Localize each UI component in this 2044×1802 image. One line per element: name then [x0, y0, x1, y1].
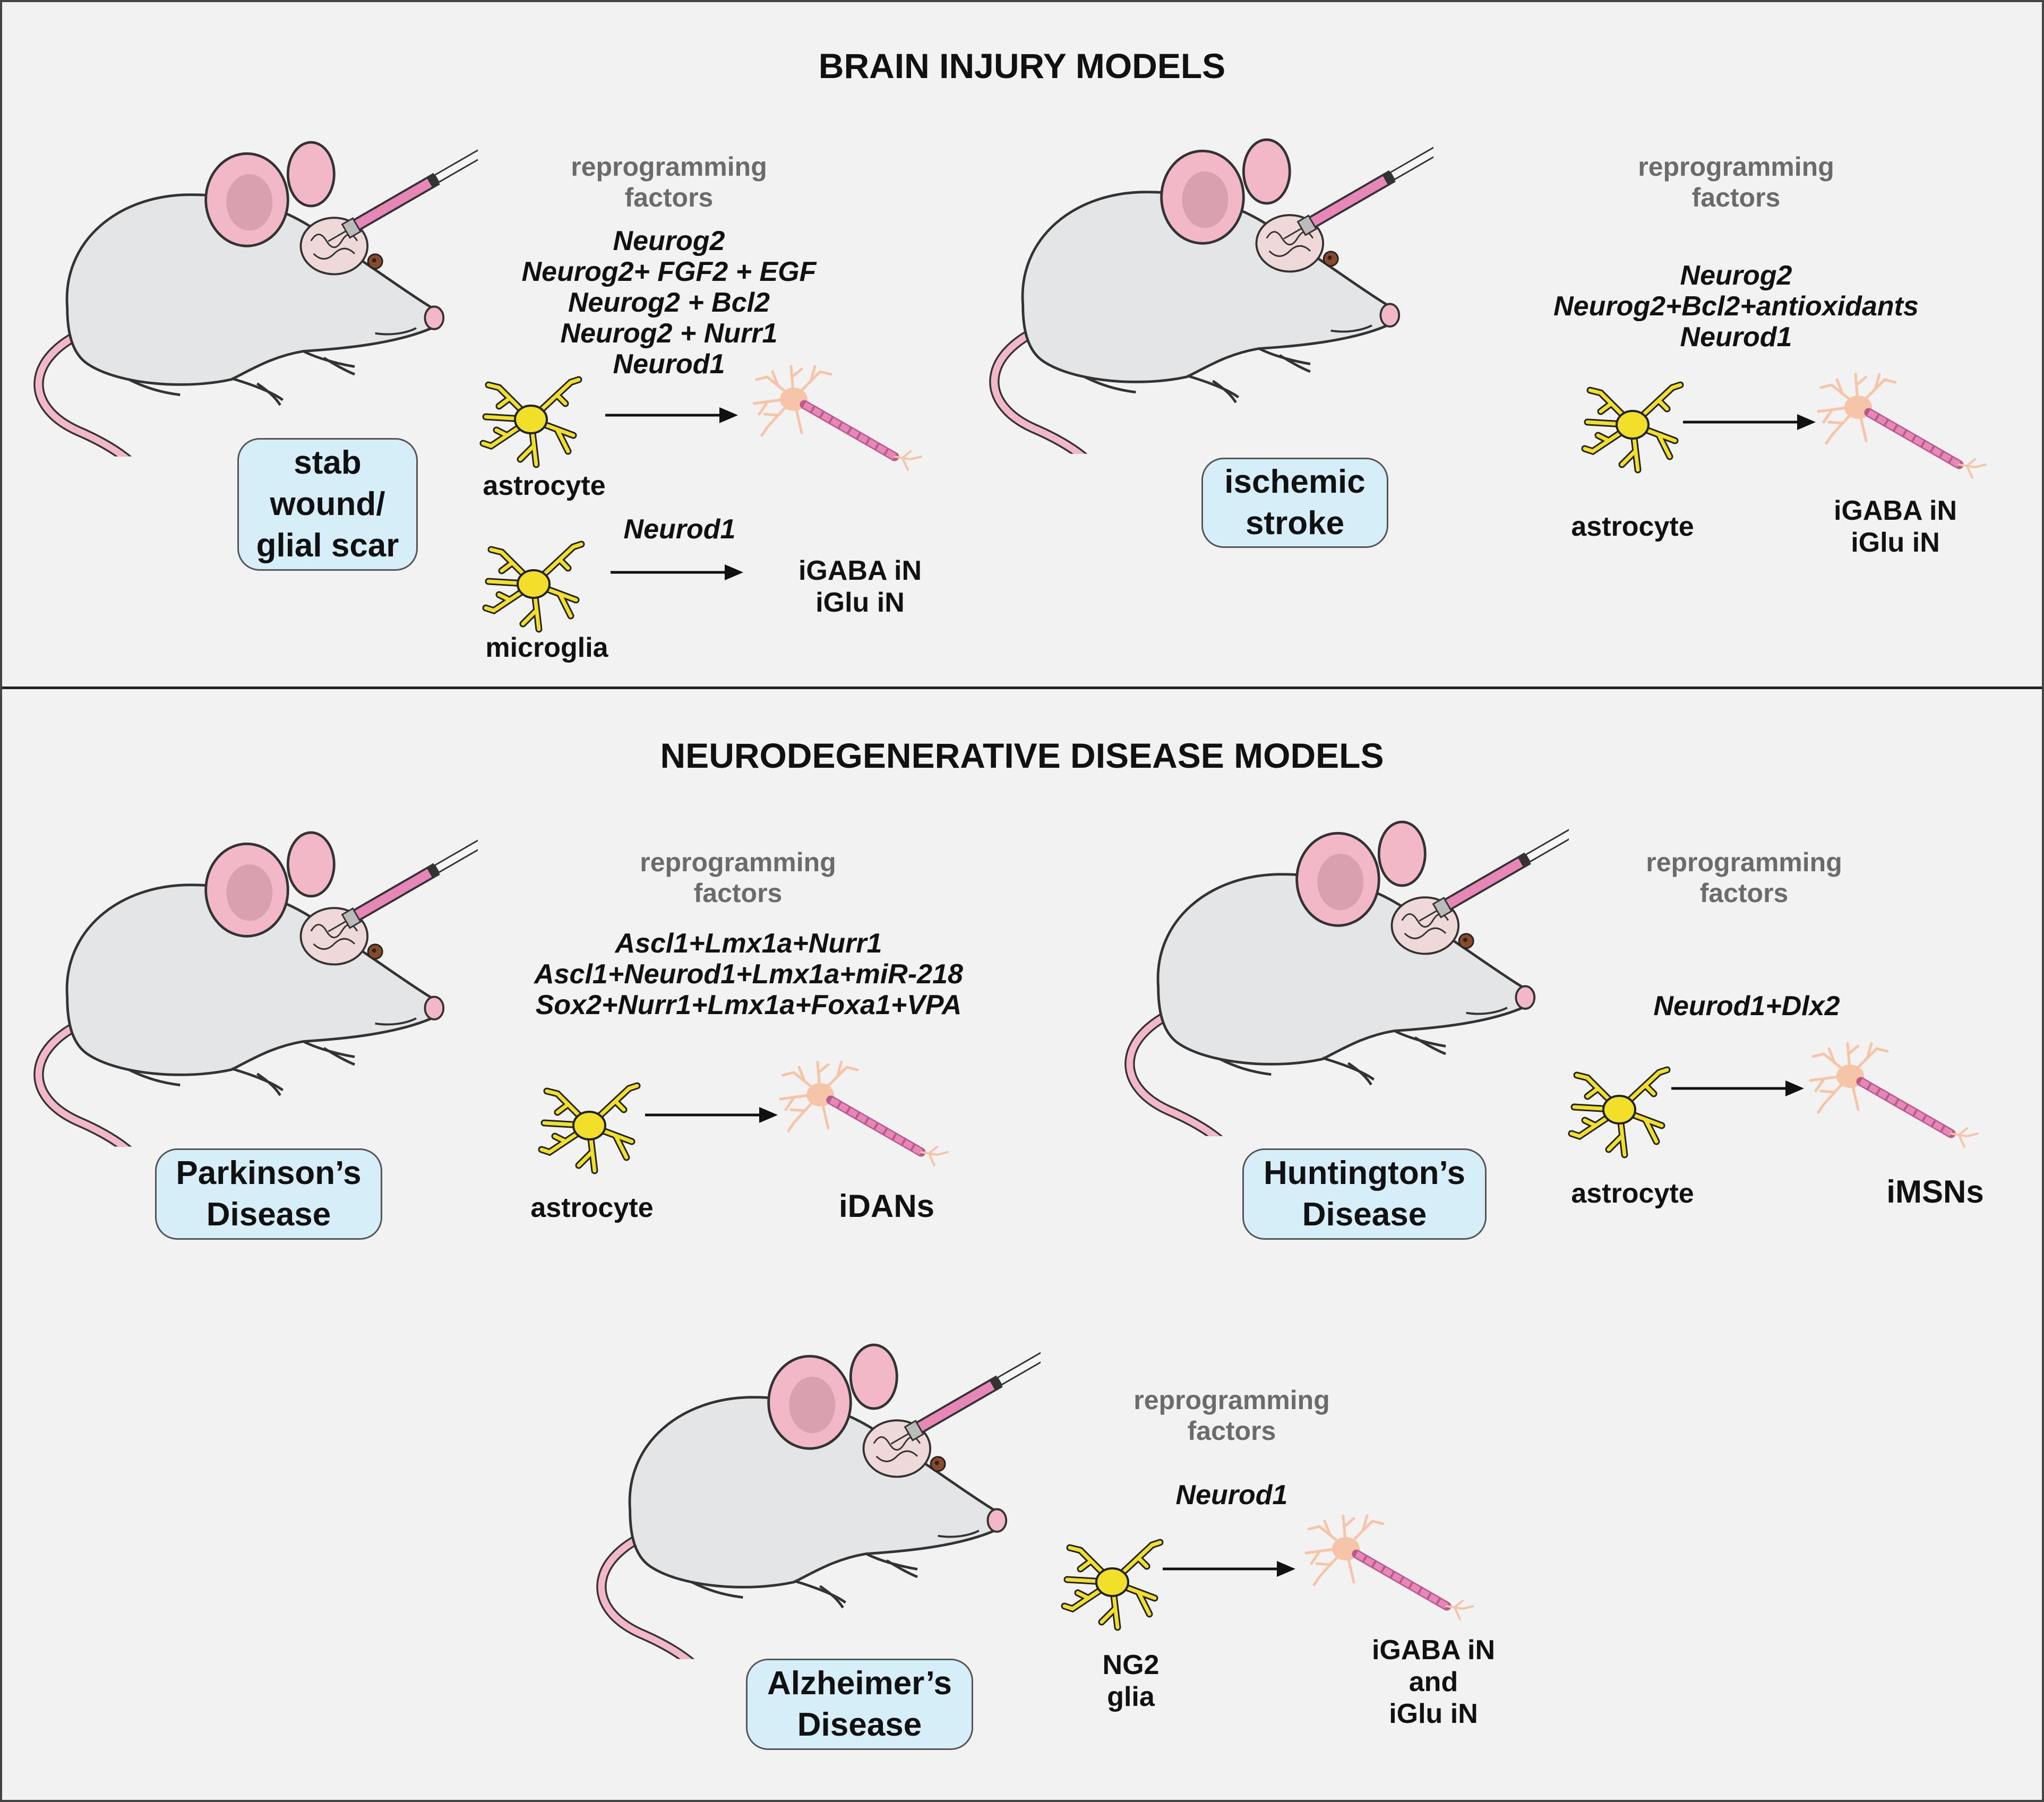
neurodegenerative-section — [0, 689, 2044, 1802]
factor-item: Sox2+Nurr1+Lmx1a+Foxa1+VPA — [535, 990, 962, 1020]
factor-item: Neurog2 — [1680, 260, 1792, 291]
neuron-icon — [751, 361, 932, 478]
factors-header-line: factors — [1187, 1416, 1276, 1446]
neuron-icon — [1816, 369, 1996, 486]
model-label-alzheimers: Alzheimer’s Disease — [746, 1659, 973, 1750]
output-neuron-label: iGABA iN and iGlu iN — [1327, 1634, 1540, 1730]
model-label-parkinsons: Parkinson’s Disease — [155, 1148, 382, 1240]
arrow-icon — [1671, 1080, 1804, 1096]
factor-item: Neurog2+Bcl2+antioxidants — [1553, 291, 1919, 322]
astrocyte-icon — [1579, 372, 1686, 478]
source-cell-label: astrocyte — [530, 1192, 654, 1223]
output-line: iGlu iN — [1851, 527, 1940, 558]
factor-item: Neurod1 — [1680, 322, 1792, 353]
brain-injury-title: BRAIN INJURY MODELS — [818, 46, 1226, 85]
factor-item: Neurog2 + Nurr1 — [560, 318, 778, 349]
factor-item: Neurod1 — [1175, 1480, 1288, 1511]
neuron-icon — [1808, 1038, 1988, 1155]
output-neuron-label: iGABA iN iGlu iN — [754, 555, 966, 619]
model-label-line: wound/ — [270, 486, 385, 522]
astrocyte-icon — [478, 366, 584, 473]
output-line: iGABA iN — [1371, 1635, 1496, 1666]
model-label-huntingtons: Huntington’s Disease — [1242, 1148, 1487, 1240]
factors-header-line: factors — [1699, 878, 1789, 908]
source-cell-label: microglia — [485, 632, 608, 663]
model-label-line: Alzheimer’s — [767, 1665, 952, 1702]
factor-item: Neurog2 + Bcl2 — [568, 287, 770, 318]
factor-item: Ascl1+Neurod1+Lmx1a+miR-218 — [534, 959, 963, 990]
model-label-line: Disease — [797, 1706, 922, 1743]
source-cell-label: astrocyte — [483, 470, 606, 501]
output-neuron-label: iDANs — [838, 1188, 935, 1224]
factors-header-line: reprogramming — [1646, 847, 1842, 877]
ng2-glia-icon — [1059, 1529, 1165, 1635]
source-cell-label: astrocyte — [1571, 1178, 1694, 1209]
model-label-line: Huntington’s — [1264, 1155, 1465, 1191]
model-label-ischemic-stroke: ischemic stroke — [1201, 458, 1388, 548]
mouse-injection-icon — [16, 828, 478, 1147]
output-neuron-label: iGABA iN iGlu iN — [1789, 495, 2002, 559]
source-cell-line: glia — [1107, 1681, 1155, 1712]
factor-list: Neurog2 Neurog2+ FGF2 + EGF Neurog2 + Bc… — [478, 226, 860, 380]
factors-header-line: factors — [624, 183, 714, 212]
arrow-icon — [605, 407, 738, 423]
mouse-injection-icon — [16, 138, 478, 457]
neuron-icon — [778, 1057, 958, 1173]
factor-item: Neurog2+ FGF2 + EGF — [521, 256, 817, 287]
model-label-line: stroke — [1245, 505, 1345, 542]
output-neuron-label: iMSNs — [1886, 1174, 1984, 1209]
reprogramming-factors-header: reprogramming factors — [1603, 151, 1869, 213]
source-cell-line: NG2 — [1102, 1650, 1160, 1680]
output-line: iGlu iN — [1389, 1698, 1478, 1729]
reprogramming-factors-header: reprogramming factors — [1611, 847, 1877, 908]
model-label-line: Disease — [206, 1196, 331, 1233]
arrow-icon — [645, 1107, 778, 1123]
mouse-injection-icon — [972, 135, 1433, 454]
astrocyte-icon — [536, 1072, 642, 1179]
output-line: iGABA iN — [798, 555, 922, 586]
output-line: iGABA iN — [1833, 495, 1957, 526]
microglia-icon — [480, 531, 587, 637]
microglia-factor: Neurod1 — [623, 514, 736, 545]
model-label-line: ischemic — [1224, 464, 1365, 500]
factor-item: Neurog2 — [613, 226, 725, 256]
source-cell-label: astrocyte — [1571, 511, 1694, 542]
astrocyte-icon — [1566, 1057, 1672, 1163]
factors-header-line: reprogramming — [640, 847, 836, 877]
mouse-injection-icon — [1107, 818, 1569, 1136]
reprogramming-factors-header: reprogramming factors — [1099, 1385, 1364, 1446]
section-divider — [0, 687, 2044, 689]
source-cell-label: NG2 glia — [1062, 1649, 1200, 1713]
factor-item: Neurod1+Dlx2 — [1653, 991, 1840, 1022]
model-label-line: Parkinson’s — [176, 1155, 362, 1191]
factors-header-line: reprogramming — [1638, 152, 1834, 182]
factors-header-line: reprogramming — [1133, 1385, 1330, 1415]
factors-header-line: reprogramming — [571, 152, 767, 182]
factors-header-line: factors — [693, 878, 783, 908]
arrow-icon — [1163, 1561, 1295, 1577]
output-line: and — [1409, 1667, 1458, 1697]
factor-list: Ascl1+Lmx1a+Nurr1 Ascl1+Neurod1+Lmx1a+mi… — [467, 928, 1030, 1020]
reprogramming-factors-header: reprogramming factors — [536, 151, 802, 213]
mouse-injection-icon — [579, 1341, 1041, 1659]
output-line: iGlu iN — [815, 587, 905, 618]
factor-item: Ascl1+Lmx1a+Nurr1 — [615, 928, 882, 959]
factor-list: Neurog2 Neurog2+Bcl2+antioxidants Neurod… — [1508, 260, 1964, 353]
neurodegenerative-title: NEURODEGENERATIVE DISEASE MODELS — [660, 736, 1384, 775]
reprogramming-factors-header: reprogramming factors — [605, 847, 871, 908]
model-label-line: stab — [294, 444, 362, 481]
arrow-icon — [1683, 414, 1816, 430]
neuron-icon — [1303, 1511, 1484, 1627]
model-label-line: glial scar — [256, 527, 399, 564]
model-label-line: Disease — [1302, 1196, 1427, 1233]
arrow-icon — [611, 564, 743, 580]
model-label-stab-wound: stab wound/ glial scar — [237, 438, 418, 571]
factors-header-line: factors — [1691, 183, 1781, 212]
factor-item: Neurod1 — [613, 349, 725, 380]
